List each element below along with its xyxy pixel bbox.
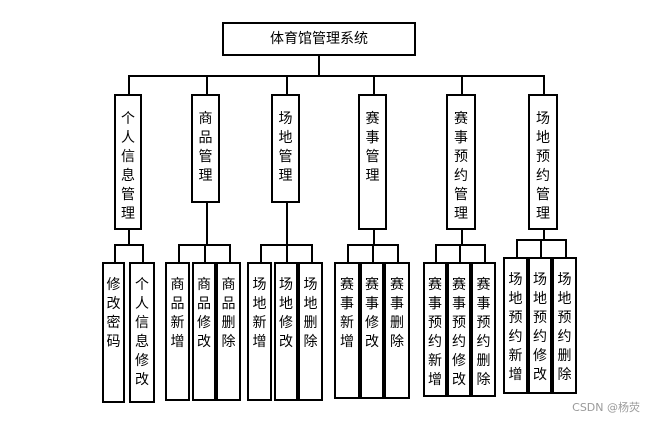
child-node: 场地预约删除: [552, 257, 577, 394]
child-connector: [484, 244, 486, 262]
child-node-label: 商品删除: [221, 277, 236, 350]
child-node-label: 场地预约删除: [557, 272, 572, 383]
child-connector: [114, 244, 116, 262]
module-node: 商品管理: [191, 94, 220, 203]
child-node: 场地预约新增: [503, 257, 528, 394]
child-node-label: 场地新增: [252, 277, 267, 350]
module-node-label: 场地管理: [278, 111, 293, 184]
child-node: 商品删除: [216, 262, 241, 401]
child-node-label: 场地预约修改: [533, 272, 547, 383]
module-node-label: 个人信息管理: [121, 111, 135, 222]
child-connector: [435, 244, 437, 262]
child-connector: [286, 244, 288, 262]
child-connector: [565, 239, 567, 257]
child-connector: [347, 244, 349, 262]
child-node: 商品新增: [165, 262, 190, 401]
child-node: 赛事删除: [384, 262, 410, 399]
root-connector: [318, 56, 320, 76]
child-connector: [516, 239, 518, 257]
child-connector: [372, 244, 374, 262]
child-stem: [461, 230, 463, 244]
module-node: 场地预约管理: [528, 94, 558, 230]
child-node-label: 赛事修改: [365, 277, 379, 350]
child-stem: [286, 203, 288, 244]
child-connector: [229, 244, 231, 262]
child-node: 场地删除: [298, 262, 323, 401]
child-connector: [204, 244, 206, 262]
child-node: 赛事预约新增: [423, 262, 447, 397]
child-stem: [543, 230, 545, 239]
module-connector: [461, 75, 463, 94]
watermark-text: CSDN @杨荧: [572, 401, 640, 414]
child-node: 场地预约修改: [528, 257, 552, 394]
child-stem: [373, 230, 375, 244]
child-node-label: 商品修改: [197, 277, 211, 350]
child-node-label: 赛事新增: [340, 277, 354, 350]
module-node: 个人信息管理: [114, 94, 142, 230]
child-node-label: 场地预约新增: [508, 272, 523, 383]
child-node: 个人信息修改: [129, 262, 155, 403]
root-node-label: 体育馆管理系统: [270, 31, 368, 47]
child-node: 场地新增: [247, 262, 272, 401]
child-stem: [128, 230, 130, 244]
child-connector: [260, 244, 262, 262]
module-node: 场地管理: [271, 94, 300, 203]
module-connector: [373, 75, 375, 94]
child-connector: [459, 244, 461, 262]
child-node-label: 场地删除: [303, 277, 318, 350]
child-node-label: 赛事预约修改: [452, 277, 466, 388]
child-node-label: 赛事预约新增: [428, 277, 442, 388]
module-node: 赛事管理: [358, 94, 387, 230]
module-connector: [128, 75, 130, 94]
child-node-label: 修改密码: [106, 277, 121, 350]
child-connector: [540, 239, 542, 257]
child-node-label: 个人信息修改: [135, 277, 149, 388]
child-node: 商品修改: [192, 262, 216, 401]
child-connector: [142, 244, 144, 262]
module-node-label: 商品管理: [198, 111, 213, 184]
main-bus-line: [128, 75, 545, 77]
child-connector: [178, 244, 180, 262]
child-node: 赛事预约删除: [471, 262, 496, 397]
child-node-label: 赛事预约删除: [476, 277, 491, 388]
child-node-label: 赛事删除: [390, 277, 404, 350]
module-node-label: 赛事预约管理: [454, 111, 468, 222]
child-node: 赛事修改: [360, 262, 384, 399]
root-node: 体育馆管理系统: [222, 22, 416, 56]
child-bus-line: [114, 244, 144, 246]
child-node: 赛事新增: [334, 262, 360, 399]
module-node-label: 赛事管理: [365, 111, 380, 184]
child-node: 修改密码: [102, 262, 125, 403]
module-node: 赛事预约管理: [446, 94, 476, 230]
child-node-label: 场地修改: [279, 277, 293, 350]
module-connector: [286, 75, 288, 94]
child-connector: [397, 244, 399, 262]
child-connector: [311, 244, 313, 262]
module-node-label: 场地预约管理: [536, 111, 550, 222]
module-connector: [543, 75, 545, 94]
child-node: 赛事预约修改: [447, 262, 471, 397]
child-node-label: 商品新增: [170, 277, 185, 350]
module-connector: [206, 75, 208, 94]
child-stem: [206, 203, 208, 244]
child-node: 场地修改: [274, 262, 298, 401]
